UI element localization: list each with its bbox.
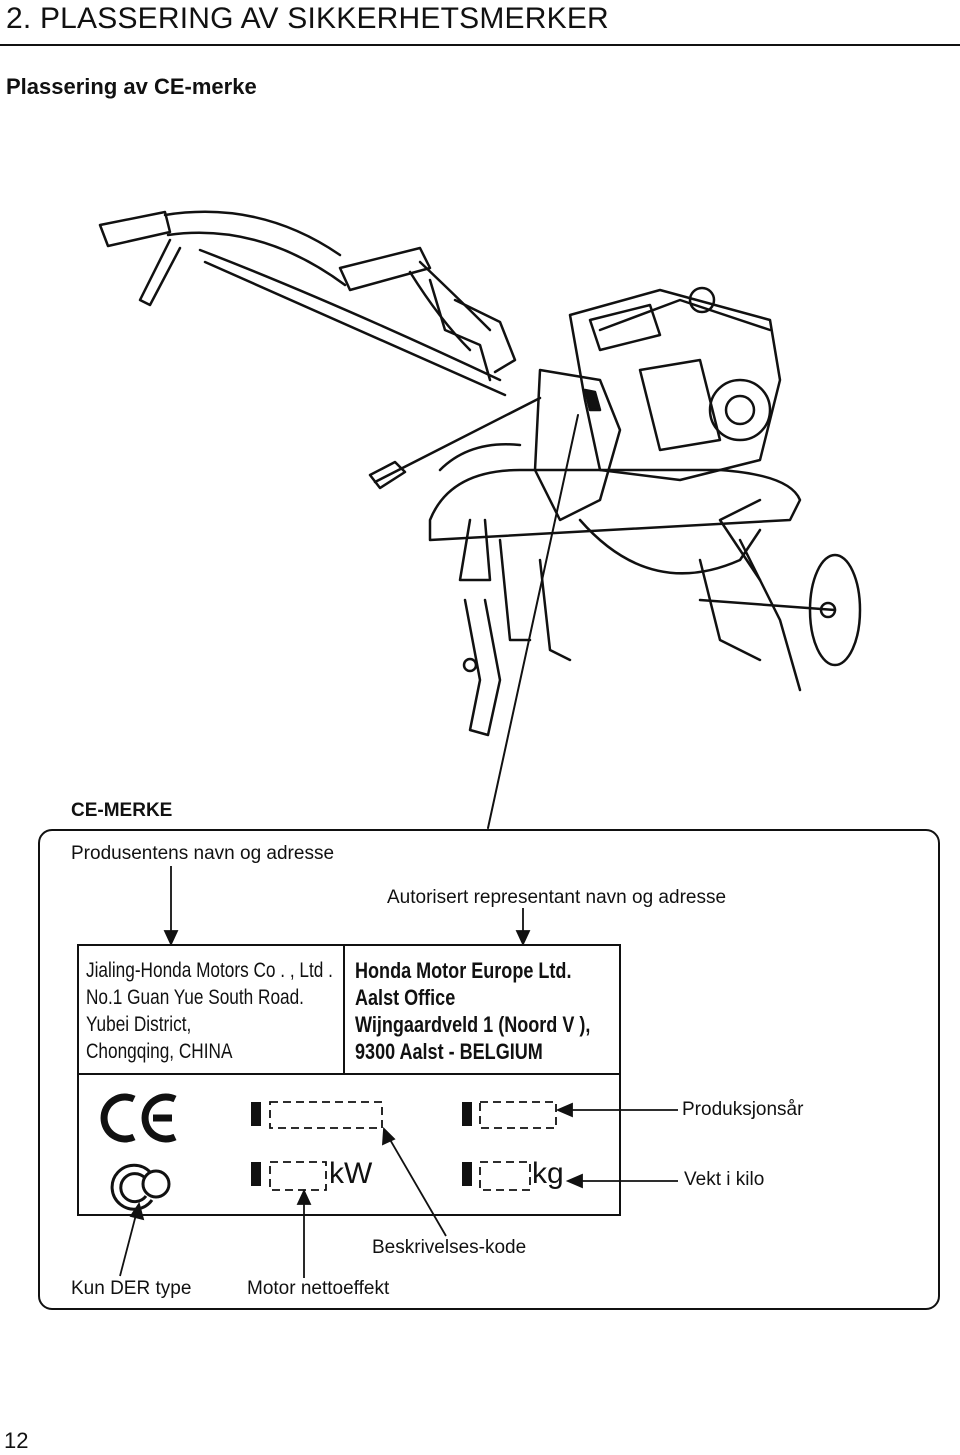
eac-tp-mark-icon: [110, 1163, 171, 1211]
weight-label: Vekt i kilo: [684, 1169, 765, 1190]
right-grip: [338, 246, 432, 292]
power-unit: kW: [329, 1157, 373, 1190]
left-grip: [98, 210, 172, 248]
engine-power-field: [269, 1161, 327, 1191]
manufacturer-line-1: Jialing-Honda Motors Co . , Ltd .: [86, 959, 333, 982]
ce-mark-icon: [100, 1093, 177, 1143]
representative-line-1: Honda Motor Europe Ltd.: [355, 958, 572, 983]
ce-heading: CE-MERKE: [71, 800, 173, 821]
field-marker: [251, 1102, 261, 1126]
section-title: 2. PLASSERING AV SIKKERHETSMERKER: [6, 2, 609, 35]
production-year-label: Produksjonsår: [682, 1099, 804, 1120]
plate-divider-vertical: [343, 944, 345, 1075]
representative-line-4: 9300 Aalst - BELGIUM: [355, 1039, 543, 1064]
ce-label-frame: [38, 829, 940, 1310]
field-marker: [462, 1162, 472, 1186]
weight-unit: kg: [532, 1157, 564, 1190]
manufacturer-line-4: Chongqing, CHINA: [86, 1040, 233, 1063]
plate-divider-horizontal: [77, 1073, 621, 1075]
tiller-illustration: [98, 210, 862, 829]
der-only-label: Kun DER type: [71, 1278, 192, 1299]
description-code-label: Beskrivelses-kode: [372, 1237, 527, 1258]
representative-line-2: Aalst Office: [355, 985, 456, 1010]
manufacturer-line-2: No.1 Guan Yue South Road.: [86, 986, 304, 1009]
page-number: 12: [4, 1428, 29, 1453]
description-code-field: [269, 1101, 383, 1129]
ce-plate: [77, 944, 621, 1216]
production-year-field: [479, 1101, 557, 1129]
subtitle: Plassering av CE-merke: [6, 74, 257, 99]
title-rule: [0, 44, 960, 46]
manufacturer-label: Produsentens navn og adresse: [71, 843, 335, 864]
representative-line-3: Wijngaardveld 1 (Noord V ),: [355, 1012, 591, 1037]
weight-field: [479, 1161, 531, 1191]
field-marker: [462, 1102, 472, 1126]
representative-label: Autorisert representant navn og adresse: [387, 887, 727, 908]
field-marker: [251, 1162, 261, 1186]
manufacturer-line-3: Yubei District,: [86, 1013, 192, 1036]
engine-power-label: Motor nettoeffekt: [247, 1278, 390, 1299]
